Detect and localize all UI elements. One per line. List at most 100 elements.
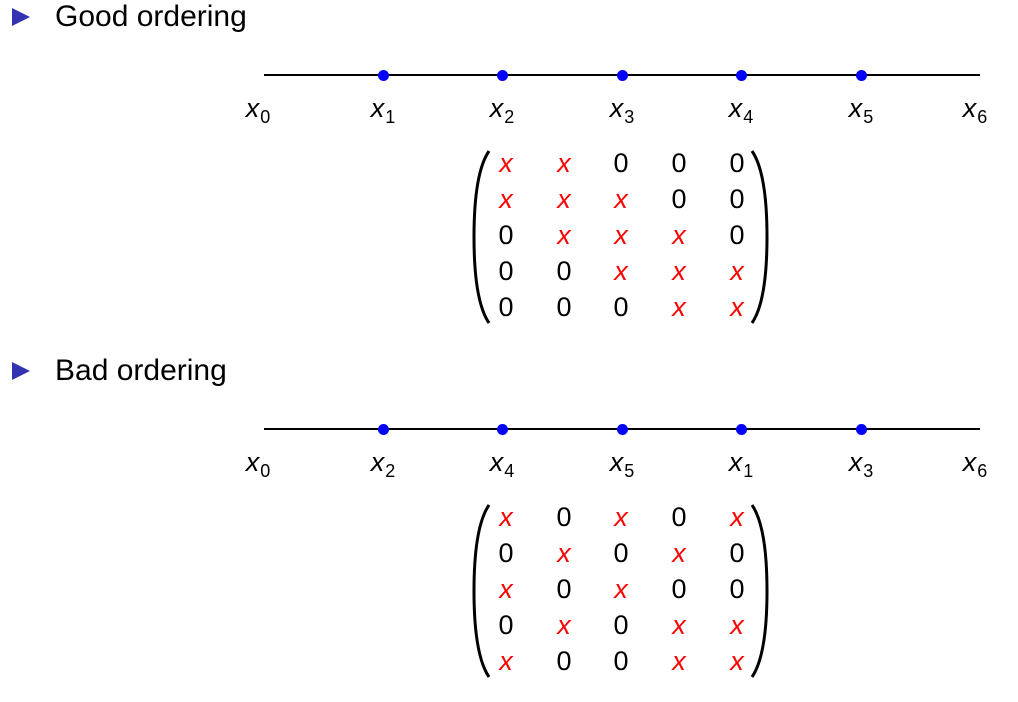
- node-label: x2: [353, 446, 413, 481]
- node-point: [735, 424, 747, 435]
- right-parenthesis: [750, 504, 769, 678]
- node-variable: x: [728, 93, 743, 123]
- bullet-triangle-icon: [12, 8, 30, 26]
- node-subscript: 5: [863, 107, 874, 127]
- matrix-cell: x: [499, 646, 513, 676]
- matrix-cell: x: [557, 184, 571, 214]
- node-subscript: 0: [260, 107, 271, 127]
- matrix-cell: 0: [498, 220, 514, 250]
- matrix-cell: x: [499, 502, 513, 532]
- node-label: x3: [592, 92, 652, 127]
- node-label: x0: [228, 446, 288, 481]
- matrix-cell: 0: [556, 574, 572, 604]
- node-label: x2: [472, 92, 532, 127]
- matrix-cell: 0: [613, 610, 629, 640]
- node-subscript: 3: [624, 107, 635, 127]
- right-parenthesis: [750, 150, 769, 324]
- matrix-cell: 0: [671, 184, 687, 214]
- matrix-cell: x: [672, 646, 686, 676]
- matrix-cell: x: [730, 256, 744, 286]
- matrix-cell: 0: [613, 538, 629, 568]
- matrix-cell: x: [499, 184, 513, 214]
- matrix-cell: x: [730, 610, 744, 640]
- node-point: [616, 424, 628, 435]
- matrix-cell: 0: [556, 502, 572, 532]
- matrix-cell: x: [672, 220, 686, 250]
- left-parenthesis: [472, 504, 491, 678]
- node-variable: x: [962, 447, 977, 477]
- node-label: x6: [945, 446, 1005, 481]
- matrix-cell: 0: [556, 256, 572, 286]
- matrix-cell: x: [672, 256, 686, 286]
- matrix-cell: 0: [671, 574, 687, 604]
- node-variable: x: [370, 447, 385, 477]
- node-point: [377, 424, 389, 435]
- matrix-cell: x: [557, 148, 571, 178]
- matrix-cell: x: [730, 292, 744, 322]
- matrix-cell: x: [672, 538, 686, 568]
- node-label: x5: [831, 92, 891, 127]
- section-title: Bad ordering: [55, 354, 227, 387]
- matrix-cell: x: [730, 502, 744, 532]
- matrix-cell: 0: [613, 148, 629, 178]
- matrix-cell: 0: [613, 292, 629, 322]
- node-point: [377, 70, 389, 81]
- matrix-cell: x: [557, 220, 571, 250]
- matrix-cell: x: [557, 610, 571, 640]
- matrix-cell: x: [499, 148, 513, 178]
- node-variable: x: [728, 447, 743, 477]
- node-subscript: 4: [743, 107, 754, 127]
- node-variable: x: [609, 447, 624, 477]
- matrix-cell: x: [672, 610, 686, 640]
- node-label: x4: [711, 92, 771, 127]
- node-variable: x: [962, 93, 977, 123]
- node-subscript: 6: [977, 461, 988, 481]
- matrix-cell: 0: [729, 574, 745, 604]
- node-subscript: 6: [977, 107, 988, 127]
- node-label: x1: [711, 446, 771, 481]
- matrix-cell: x: [614, 184, 628, 214]
- node-subscript: 3: [863, 461, 874, 481]
- matrix-cell: x: [730, 646, 744, 676]
- node-point: [855, 70, 867, 81]
- node-label: x1: [353, 92, 413, 127]
- node-point: [735, 70, 747, 81]
- node-subscript: 1: [385, 107, 396, 127]
- matrix-cell: 0: [729, 184, 745, 214]
- matrix-cell: 0: [613, 646, 629, 676]
- matrix-cell: 0: [556, 292, 572, 322]
- node-variable: x: [489, 93, 504, 123]
- node-variable: x: [489, 447, 504, 477]
- matrix-cell: 0: [498, 256, 514, 286]
- left-parenthesis: [472, 150, 491, 324]
- node-point: [496, 70, 508, 81]
- node-subscript: 4: [504, 461, 515, 481]
- matrix-cell: x: [614, 220, 628, 250]
- node-subscript: 5: [624, 461, 635, 481]
- node-variable: x: [848, 93, 863, 123]
- node-point: [855, 424, 867, 435]
- node-variable: x: [245, 447, 260, 477]
- node-label: x5: [592, 446, 652, 481]
- matrix-cell: x: [672, 292, 686, 322]
- matrix-cell: 0: [729, 148, 745, 178]
- node-subscript: 2: [504, 107, 515, 127]
- bullet-triangle-icon: [12, 362, 30, 380]
- matrix-cell: 0: [498, 610, 514, 640]
- node-variable: x: [609, 93, 624, 123]
- node-point: [616, 70, 628, 81]
- node-variable: x: [245, 93, 260, 123]
- node-subscript: 0: [260, 461, 271, 481]
- matrix-cell: x: [614, 256, 628, 286]
- section-title: Good ordering: [55, 0, 247, 33]
- matrix-cell: 0: [671, 148, 687, 178]
- matrix-cell: x: [499, 574, 513, 604]
- matrix-cell: x: [614, 502, 628, 532]
- matrix-cell: 0: [729, 538, 745, 568]
- matrix-cell: 0: [729, 220, 745, 250]
- node-subscript: 1: [743, 461, 754, 481]
